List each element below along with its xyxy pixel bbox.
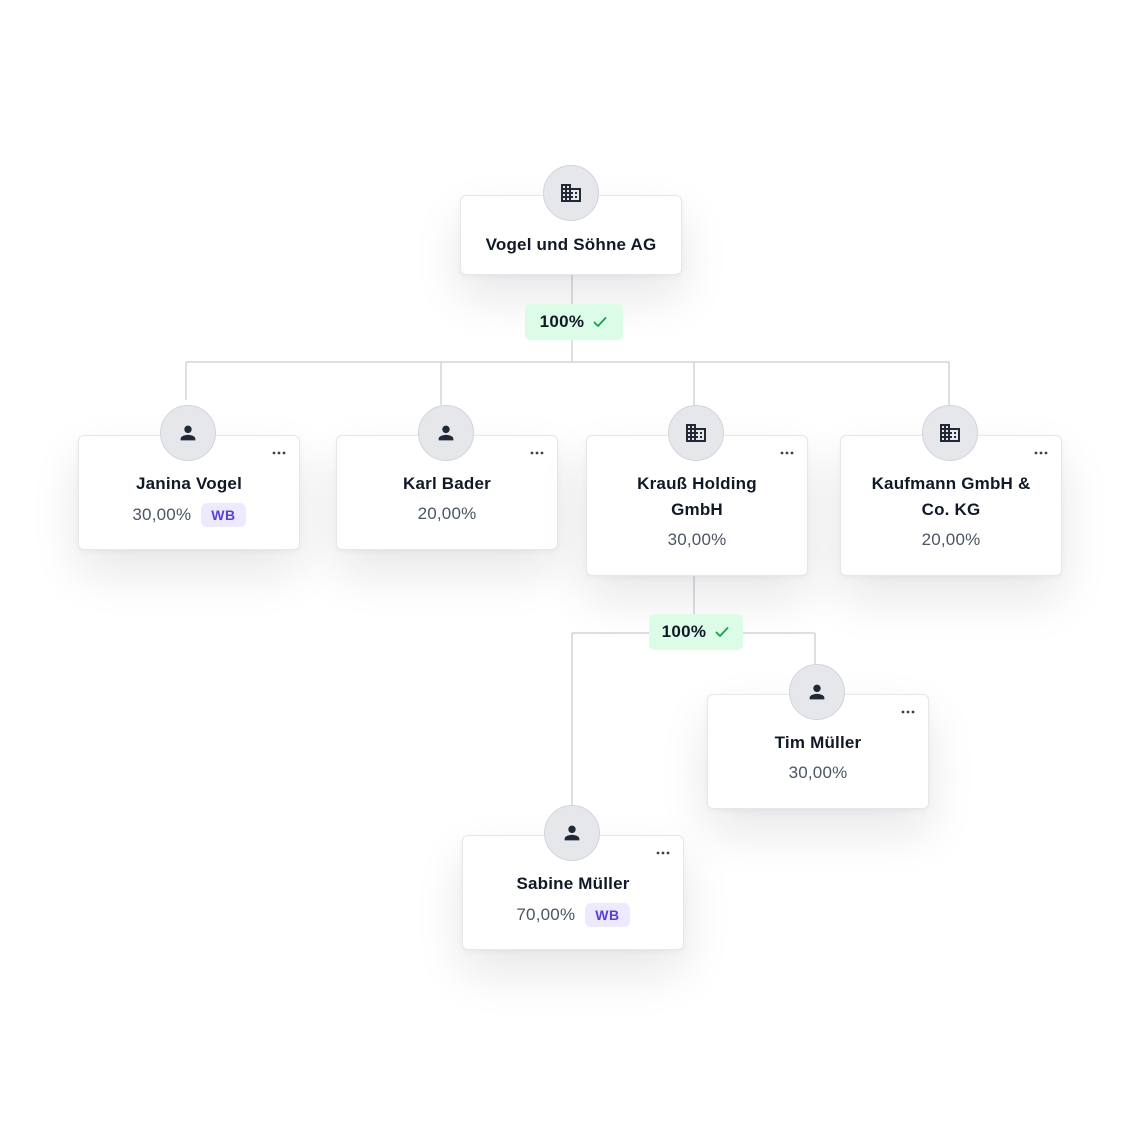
share-percentage: 20,00% [921, 530, 981, 549]
person-icon [789, 664, 845, 720]
shareholder-name: Karl Bader [403, 474, 491, 493]
building-icon [668, 405, 724, 461]
share-percentage: 30,00% [667, 530, 727, 549]
shareholder-card-sabine-mueller[interactable]: Sabine Müller 70,00% WB [462, 835, 684, 950]
more-options-icon[interactable] [529, 444, 545, 462]
shareholder-card-kaufmann[interactable]: Kaufmann GmbH & Co. KG 20,00% [840, 435, 1062, 576]
check-icon [715, 627, 729, 637]
building-icon [543, 165, 599, 221]
shareholder-card-janina-vogel[interactable]: Janina Vogel 30,00% WB [78, 435, 300, 550]
shareholder-name: Janina Vogel [135, 474, 242, 493]
total-share-value: 100% [539, 312, 585, 331]
more-options-icon[interactable] [271, 444, 287, 462]
share-percentage: 30,00% [788, 763, 848, 782]
shareholder-name-line2: Co. KG [921, 500, 981, 519]
person-icon [418, 405, 474, 461]
total-share-badge-root: 100% [525, 304, 623, 340]
shareholder-card-tim-mueller[interactable]: Tim Müller 30,00% [707, 694, 929, 809]
more-options-icon[interactable] [1033, 444, 1049, 462]
more-options-icon[interactable] [900, 703, 916, 721]
share-percentage: 70,00% [516, 905, 576, 924]
shareholder-name: Sabine Müller [516, 874, 630, 893]
building-icon [922, 405, 978, 461]
wb-badge: WB [201, 503, 246, 527]
total-share-badge-krauss: 100% [649, 614, 743, 650]
share-percentage: 30,00% [132, 505, 192, 524]
wb-badge: WB [585, 903, 630, 927]
check-icon [593, 317, 607, 327]
share-percentage: 20,00% [417, 504, 477, 523]
more-options-icon[interactable] [779, 444, 795, 462]
company-name: Vogel und Söhne AG [485, 235, 657, 254]
shareholder-name-line1: Kaufmann GmbH & [871, 474, 1031, 493]
shareholder-name-line1: Krauß Holding [637, 474, 757, 493]
total-share-value: 100% [661, 622, 707, 641]
more-options-icon[interactable] [655, 844, 671, 862]
person-icon [160, 405, 216, 461]
person-icon [544, 805, 600, 861]
shareholder-name: Tim Müller [774, 733, 862, 752]
shareholder-name-line2: GmbH [671, 500, 723, 519]
